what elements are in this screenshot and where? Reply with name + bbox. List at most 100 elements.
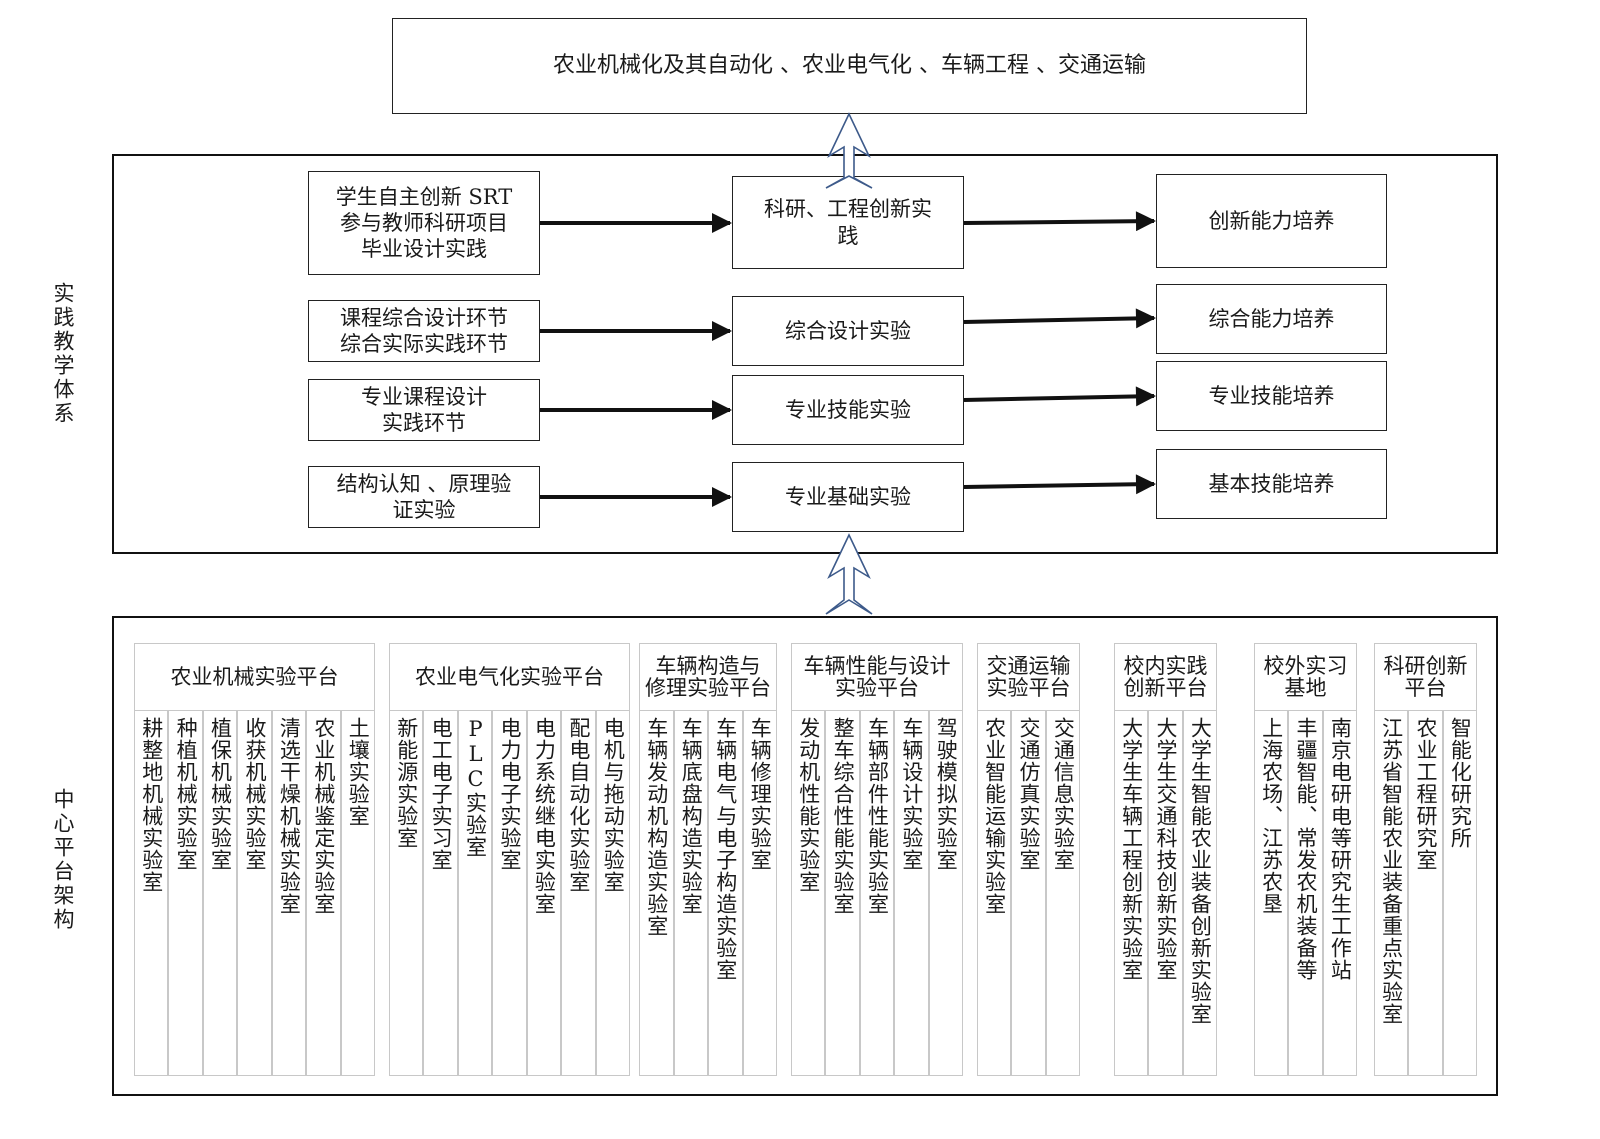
source-text: 课程综合设计环节 综合实际实践环节 <box>340 305 508 356</box>
lab-column: 新能源实验室 <box>389 711 424 1076</box>
lab-column: 大学生智能农业装备创新实验室 <box>1182 711 1217 1076</box>
lab-name: 配电自动化实验室 <box>566 717 591 893</box>
arrow-experiment-ability-1 <box>963 211 1156 232</box>
lab-name: 新能源实验室 <box>394 717 419 849</box>
lab-column: PLC实验室 <box>457 711 493 1076</box>
lab-column: 车辆发动机构造实验室 <box>639 711 674 1076</box>
lab-name: PLC实验室 <box>463 717 488 858</box>
ability-box-3: 专业技能培养 <box>1156 361 1387 431</box>
lab-column: 车辆电气与电子构造实验室 <box>708 711 743 1076</box>
lab-column: 大学生交通科技创新实验室 <box>1148 711 1183 1076</box>
lab-name: 农业机械鉴定实验室 <box>311 717 336 915</box>
lab-column: 整车综合性能实验室 <box>825 711 860 1076</box>
source-text: 专业课程设计 实践环节 <box>361 384 487 435</box>
lab-name: 智能化研究所 <box>1448 717 1473 849</box>
platform-title: 校外实习 基地 <box>1254 643 1357 711</box>
lab-column: 南京电研电等研究生工作站 <box>1322 711 1357 1076</box>
lab-name: 车辆电气与电子构造实验室 <box>713 717 738 981</box>
ability-text: 创新能力培养 <box>1208 208 1335 233</box>
lab-name: 农业智能运输实验室 <box>982 717 1007 915</box>
platform-title: 车辆性能与设计 实验平台 <box>791 643 963 711</box>
program-text: 农业机械化及其自动化 、农业电气化 、车辆工程 、交通运输 <box>553 53 1146 79</box>
lab-column: 电力电子实验室 <box>492 711 527 1076</box>
source-box-4: 结构认知 、原理验 证实验 <box>308 466 540 528</box>
lab-column: 种植机械实验室 <box>168 711 203 1076</box>
lab-name: 车辆发动机构造实验室 <box>644 717 669 937</box>
platform-frame <box>112 616 1498 1096</box>
source-box-2: 课程综合设计环节 综合实际实践环节 <box>308 300 540 362</box>
lab-column: 车辆底盘构造实验室 <box>673 711 708 1076</box>
lab-name: 电工电子实习室 <box>429 717 454 871</box>
lab-name: 种植机械实验室 <box>174 717 199 871</box>
lab-name: 大学生智能农业装备创新实验室 <box>1188 717 1213 1025</box>
lab-column: 车辆部件性能实验室 <box>859 711 895 1076</box>
source-text: 学生自主创新 SRT 参与教师科研项目 毕业设计实践 <box>335 184 513 262</box>
lab-column: 交通仿真实验室 <box>1011 711 1046 1076</box>
lab-name: 大学生车辆工程创新实验室 <box>1119 717 1144 981</box>
lab-column: 电工电子实习室 <box>423 711 458 1076</box>
lab-column: 清选干燥机械实验室 <box>271 711 307 1076</box>
arrow-experiment-ability-4 <box>963 474 1156 495</box>
ability-box-4: 基本技能培养 <box>1156 449 1387 519</box>
lab-name: 大学生交通科技创新实验室 <box>1153 717 1178 981</box>
lab-name: 植保机械实验室 <box>208 717 233 871</box>
platform-title: 交通运输 实验平台 <box>977 643 1080 711</box>
source-box-3: 专业课程设计 实践环节 <box>308 379 540 441</box>
lab-name: 丰疆智能、常发农机装备等 <box>1293 717 1318 981</box>
practice-side-label: 实践教学体系 <box>51 282 75 426</box>
lab-name: 交通仿真实验室 <box>1016 717 1041 871</box>
lab-column: 驾驶模拟实验室 <box>928 711 963 1076</box>
ability-text: 综合能力培养 <box>1208 306 1335 331</box>
lab-column: 丰疆智能、常发农机装备等 <box>1288 711 1323 1076</box>
experiment-text: 专业基础实验 <box>785 484 911 509</box>
lab-column: 大学生车辆工程创新实验室 <box>1114 711 1149 1076</box>
platform-title: 车辆构造与 修理实验平台 <box>639 643 777 711</box>
lab-name: 车辆修理实验室 <box>748 717 773 871</box>
lab-name: 电力电子实验室 <box>497 717 522 871</box>
experiment-text: 专业技能实验 <box>785 397 911 422</box>
ability-text: 基本技能培养 <box>1208 471 1335 496</box>
lab-column: 交通信息实验室 <box>1045 711 1080 1076</box>
arrow-experiment-ability-2 <box>963 308 1156 329</box>
platform-title: 农业电气化实验平台 <box>389 643 630 711</box>
lab-name: 南京电研电等研究生工作站 <box>1328 717 1353 981</box>
lab-column: 发动机性能实验室 <box>791 711 826 1076</box>
lab-name: 收获机械实验室 <box>242 717 267 871</box>
lab-column: 上海农场、江苏农垦 <box>1254 711 1289 1076</box>
lab-column: 电机与拖动实验室 <box>595 711 630 1076</box>
lab-name: 车辆设计实验室 <box>899 717 924 871</box>
lab-name: 交通信息实验室 <box>1051 717 1076 871</box>
lab-column: 土壤实验室 <box>340 711 375 1076</box>
ability-box-2: 综合能力培养 <box>1156 284 1387 354</box>
platform-side-label: 中心平台架构 <box>51 788 75 932</box>
lab-name: 土壤实验室 <box>346 717 371 827</box>
experiment-box-4: 专业基础实验 <box>732 462 964 532</box>
hollow-arrow-to-program <box>825 112 873 189</box>
experiment-text: 综合设计实验 <box>785 318 911 343</box>
lab-name: 整车综合性能实验室 <box>831 717 856 915</box>
lab-name: 车辆底盘构造实验室 <box>679 717 704 915</box>
lab-name: 上海农场、江苏农垦 <box>1259 717 1284 915</box>
source-box-1: 学生自主创新 SRT 参与教师科研项目 毕业设计实践 <box>308 171 540 275</box>
lab-name: 江苏省智能农业装备重点实验室 <box>1379 717 1404 1025</box>
ability-box-1: 创新能力培养 <box>1156 174 1387 268</box>
platform-title: 科研创新 平台 <box>1374 643 1477 711</box>
lab-column: 配电自动化实验室 <box>561 711 596 1076</box>
lab-column: 农业机械鉴定实验室 <box>306 711 341 1076</box>
lab-column: 江苏省智能农业装备重点实验室 <box>1374 711 1409 1076</box>
arrow-experiment-ability-3 <box>963 386 1156 407</box>
experiment-box-3: 专业技能实验 <box>732 375 964 445</box>
lab-column: 收获机械实验室 <box>237 711 272 1076</box>
lab-name: 农业工程研究室 <box>1413 717 1438 871</box>
source-text: 结构认知 、原理验 证实验 <box>336 471 512 522</box>
program-box: 农业机械化及其自动化 、农业电气化 、车辆工程 、交通运输 <box>392 18 1307 114</box>
lab-column: 车辆修理实验室 <box>742 711 777 1076</box>
lab-column: 植保机械实验室 <box>202 711 238 1076</box>
experiment-box-2: 综合设计实验 <box>732 296 964 366</box>
ability-text: 专业技能培养 <box>1208 383 1335 408</box>
lab-column: 农业智能运输实验室 <box>977 711 1012 1076</box>
lab-column: 耕整地机械实验室 <box>134 711 169 1076</box>
lab-name: 车辆部件性能实验室 <box>865 717 890 915</box>
hollow-arrow-to-practice <box>825 533 873 615</box>
